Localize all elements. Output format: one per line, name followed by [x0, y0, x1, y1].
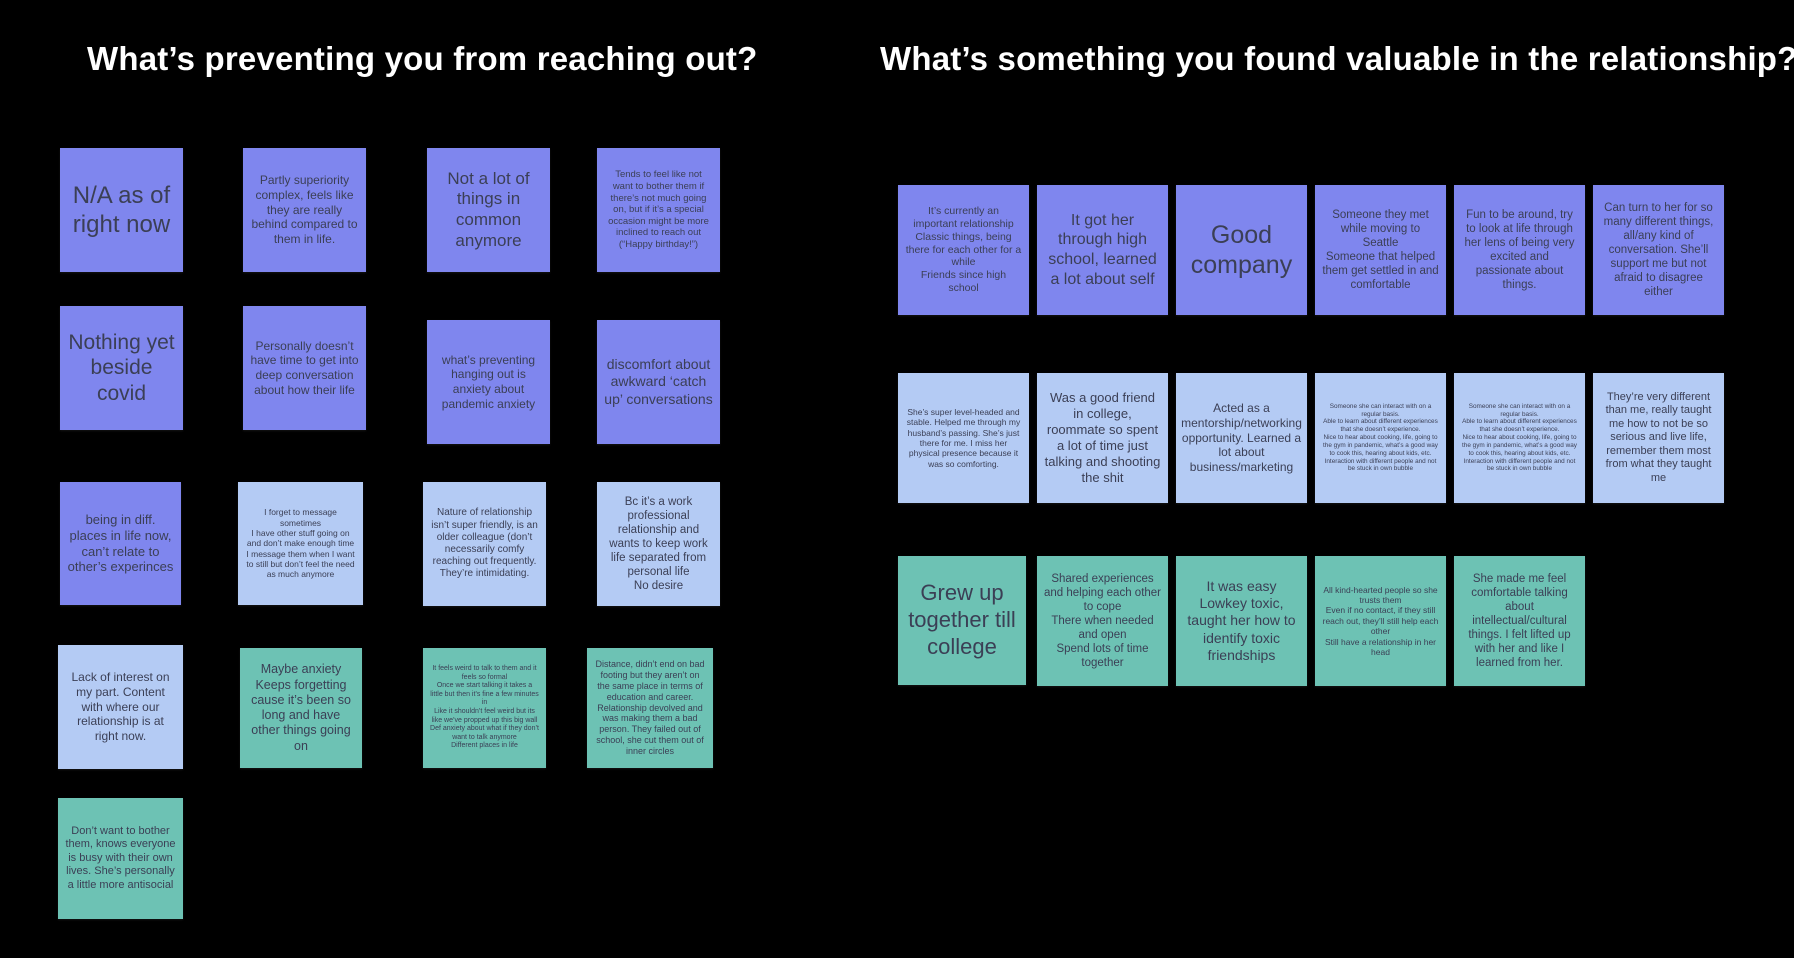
sticky-note[interactable]: She made me feel comfortable talking abo…	[1454, 556, 1585, 686]
sticky-note[interactable]: Maybe anxiety Keeps forgetting cause it’…	[240, 648, 362, 768]
sticky-note[interactable]: All kind-hearted people so she trusts th…	[1315, 556, 1446, 686]
sticky-note[interactable]: Lack of interest on my part. Content wit…	[58, 645, 183, 769]
sticky-note-text: She’s super level-headed and stable. Hel…	[906, 406, 1021, 469]
sticky-note-text: Tends to feel like not want to bother th…	[608, 169, 709, 250]
sticky-note[interactable]: Tends to feel like not want to bother th…	[597, 148, 720, 272]
sticky-note-text: They’re very different than me, really t…	[1605, 391, 1712, 484]
sticky-note-text: Fun to be around, try to look at life th…	[1464, 208, 1575, 292]
board-title-preventing: What’s preventing you from reaching out?	[87, 40, 758, 77]
sticky-note[interactable]: It was easy Lowkey toxic, taught her how…	[1176, 556, 1307, 686]
sticky-note[interactable]: Someone she can interact with on a regul…	[1454, 373, 1585, 503]
sticky-note[interactable]: N/A as of right now	[60, 148, 183, 272]
sticky-note[interactable]: Don’t want to bother them, knows everyon…	[58, 798, 183, 919]
sticky-note[interactable]: Shared experiences and helping each othe…	[1037, 556, 1168, 686]
sticky-note-text: Good company	[1190, 220, 1293, 280]
sticky-note-text: Not a lot of things in common anymore	[447, 168, 530, 250]
sticky-note-text: Someone they met while moving to Seattle…	[1322, 208, 1439, 292]
sticky-note[interactable]: I forget to message sometimes I have oth…	[238, 482, 363, 605]
board-title-valuable: What’s something you found valuable in t…	[880, 40, 1794, 77]
sticky-note-text: Partly superiority complex, feels like t…	[251, 173, 358, 246]
sticky-note[interactable]: Grew up together till college	[898, 556, 1026, 685]
sticky-note[interactable]: Personally doesn’t have time to get into…	[243, 306, 366, 430]
sticky-note-text: Lack of interest on my part. Content wit…	[71, 670, 170, 743]
sticky-note[interactable]: Nature of relationship isn’t super frien…	[423, 482, 546, 606]
sticky-note[interactable]: what’s preventing hanging out is anxiety…	[427, 320, 550, 444]
sticky-note-text: Shared experiences and helping each othe…	[1044, 572, 1162, 670]
sticky-note[interactable]: Someone she can interact with on a regul…	[1315, 373, 1446, 503]
sticky-note[interactable]: Was a good friend in college, roommate s…	[1037, 373, 1168, 503]
sticky-note[interactable]: They’re very different than me, really t…	[1593, 373, 1724, 503]
sticky-note-text: Personally doesn’t have time to get into…	[250, 338, 359, 397]
sticky-note-text: All kind-hearted people so she trusts th…	[1322, 584, 1439, 657]
sticky-note-text: It got her through high school, learned …	[1048, 211, 1157, 288]
sticky-note-text: It feels weird to talk to them and it fe…	[430, 665, 539, 750]
sticky-note-text: Bc it’s a work professional relationship…	[609, 495, 708, 593]
sticky-note-text: Grew up together till college	[908, 580, 1016, 659]
sticky-note[interactable]: Good company	[1176, 185, 1307, 315]
sticky-note-text: She made me feel comfortable talking abo…	[1468, 572, 1571, 670]
sticky-note-text: Was a good friend in college, roommate s…	[1044, 390, 1161, 485]
sticky-note-text: being in diff. places in life now, can’t…	[67, 511, 174, 575]
sticky-note[interactable]: being in diff. places in life now, can’t…	[60, 482, 181, 605]
sticky-note[interactable]: Can turn to her for so many different th…	[1593, 185, 1724, 315]
sticky-note[interactable]: Distance, didn’t end on bad footing but …	[587, 648, 713, 768]
sticky-note[interactable]: She’s super level-headed and stable. Hel…	[898, 373, 1029, 503]
sticky-note[interactable]: It got her through high school, learned …	[1037, 185, 1168, 315]
sticky-note-text: I forget to message sometimes I have oth…	[246, 507, 355, 580]
sticky-note[interactable]: It’s currently an important relationship…	[898, 185, 1029, 315]
sticky-note-text: Acted as a mentorship/networking opportu…	[1181, 401, 1302, 474]
sticky-note[interactable]: Someone they met while moving to Seattle…	[1315, 185, 1446, 315]
sticky-note-text: It’s currently an important relationship…	[905, 205, 1022, 294]
sticky-note[interactable]: Fun to be around, try to look at life th…	[1454, 185, 1585, 315]
sticky-note-text: discomfort about awkward ‘catch up’ conv…	[604, 356, 713, 407]
sticky-note-text: Don’t want to bother them, knows everyon…	[65, 824, 176, 891]
sticky-note-text: what’s preventing hanging out is anxiety…	[441, 352, 536, 411]
sticky-note-text: It was easy Lowkey toxic, taught her how…	[1187, 578, 1296, 663]
sticky-note-text: Maybe anxiety Keeps forgetting cause it’…	[251, 662, 351, 753]
sticky-note[interactable]: discomfort about awkward ‘catch up’ conv…	[597, 320, 720, 444]
sticky-note-text: Someone she can interact with on a regul…	[1323, 402, 1438, 473]
sticky-note-text: Someone she can interact with on a regul…	[1462, 402, 1577, 473]
sticky-note[interactable]: Acted as a mentorship/networking opportu…	[1176, 373, 1307, 503]
sticky-note-text: Nature of relationship isn’t super frien…	[431, 507, 538, 580]
sticky-note[interactable]: Partly superiority complex, feels like t…	[243, 148, 366, 272]
sticky-note-text: Nothing yet beside covid	[68, 330, 175, 405]
sticky-note[interactable]: Bc it’s a work professional relationship…	[597, 482, 720, 606]
sticky-note[interactable]: It feels weird to talk to them and it fe…	[423, 648, 546, 768]
sticky-note[interactable]: Not a lot of things in common anymore	[427, 148, 550, 272]
sticky-note[interactable]: Nothing yet beside covid	[60, 306, 183, 430]
sticky-note-text: N/A as of right now	[72, 181, 171, 238]
sticky-note-text: Can turn to her for so many different th…	[1603, 201, 1714, 299]
sticky-note-text: Distance, didn’t end on bad footing but …	[595, 658, 705, 757]
